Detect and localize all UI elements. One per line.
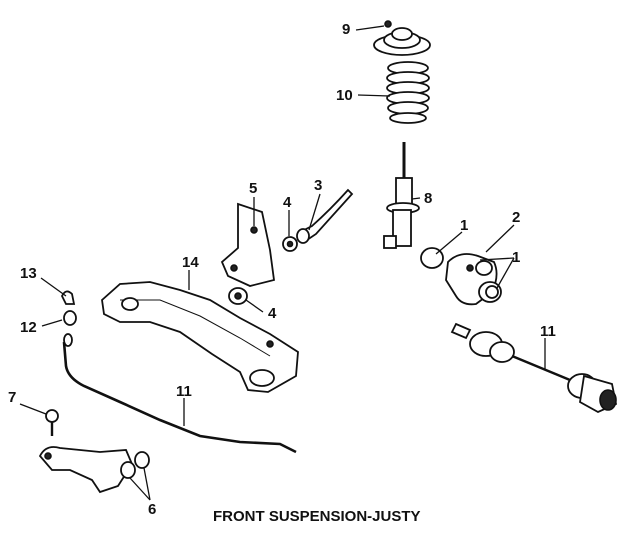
ball-joint-part	[45, 409, 59, 436]
crossmember-part	[101, 281, 299, 393]
bushing-lower-part	[228, 287, 248, 305]
callout-7: 7	[8, 389, 16, 406]
callout-10: 10	[336, 87, 353, 104]
mounting-bracket-part	[220, 202, 275, 287]
stabilizer-clamp-part	[60, 290, 76, 305]
drive-axle-part	[450, 322, 618, 414]
stabilizer-bushing-part	[63, 310, 77, 326]
callout-4-upper: 4	[283, 194, 292, 211]
coil-spring-part	[386, 61, 430, 124]
callout-1-right: 1	[512, 249, 520, 266]
callout-5: 5	[249, 180, 257, 197]
callout-14: 14	[182, 254, 199, 271]
callout-8: 8	[424, 190, 432, 207]
callout-6: 6	[148, 501, 156, 518]
callout-3: 3	[314, 177, 322, 194]
callout-1-upper: 1	[460, 217, 468, 234]
bushing-upper-part	[282, 236, 298, 252]
callout-11-axle: 11	[540, 323, 556, 340]
leader-lines	[19, 25, 546, 501]
strut-rod-part	[296, 188, 354, 244]
callout-13: 13	[20, 265, 37, 282]
stabilizer-bar-part	[62, 333, 297, 454]
strut-mount-part	[373, 20, 431, 56]
strut-assembly-part	[383, 142, 420, 249]
callout-4-lower: 4	[268, 305, 277, 322]
callout-11-stabilizer: 11	[176, 383, 192, 400]
diagram-title: FRONT SUSPENSION-JUSTY	[213, 508, 421, 525]
control-arm-part	[38, 446, 150, 494]
callout-9: 9	[342, 21, 350, 38]
steering-knuckle-part	[420, 247, 502, 306]
callout-12: 12	[20, 319, 37, 336]
callout-2: 2	[512, 209, 520, 226]
